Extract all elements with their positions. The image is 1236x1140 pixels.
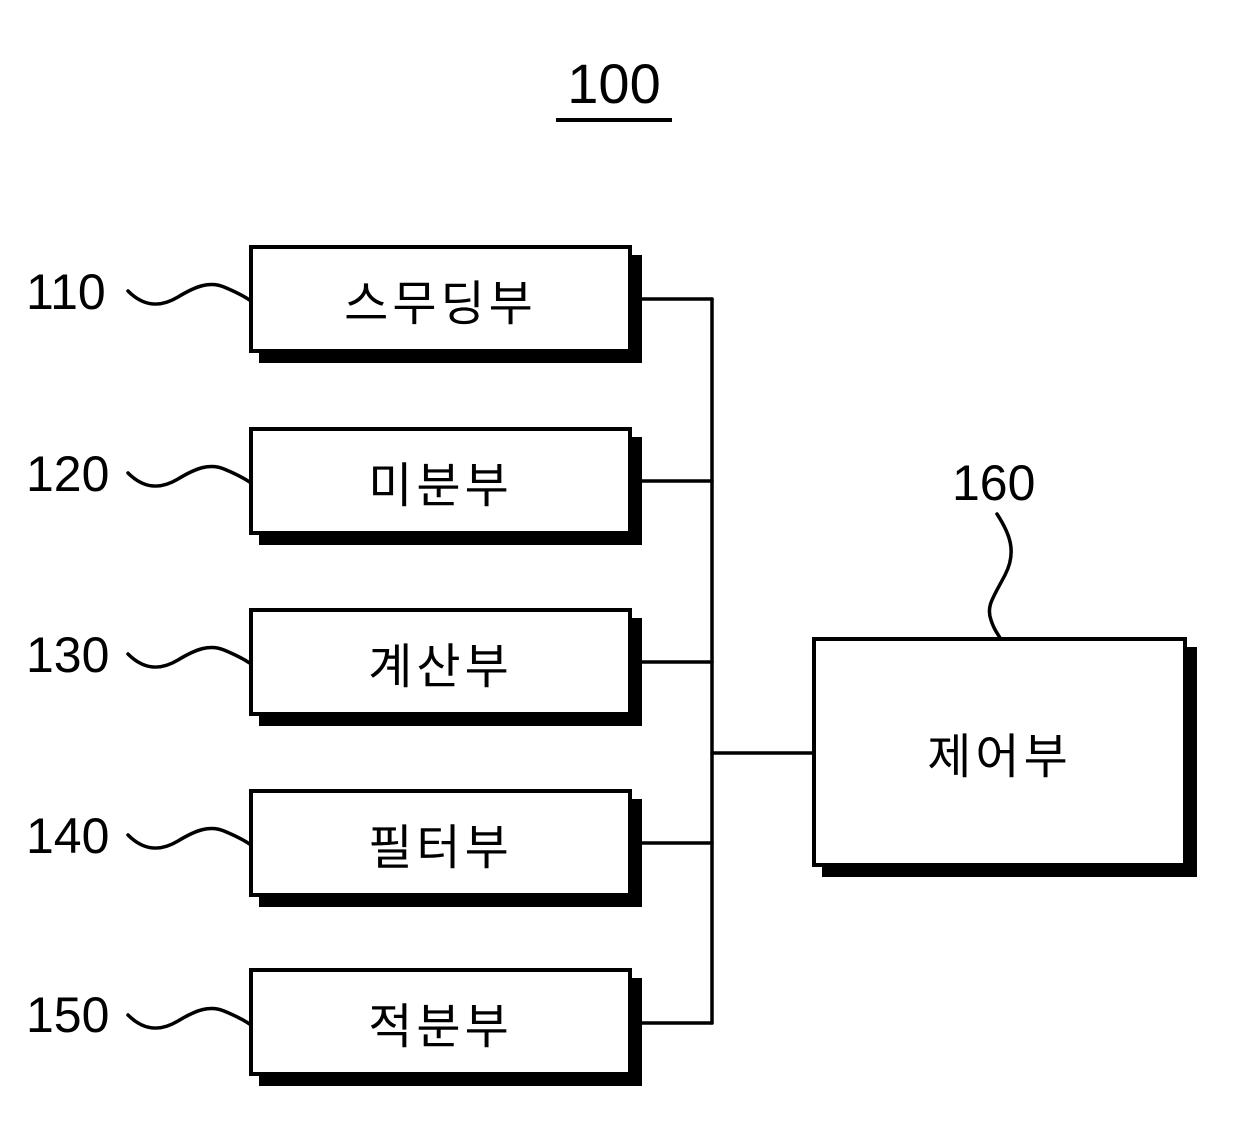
block-130-calculation-unit: 계산부 — [249, 608, 632, 716]
leader-squiggle-140 — [126, 826, 253, 850]
block-130-label: 계산부 — [368, 641, 513, 694]
figure-number: 100 — [556, 56, 672, 122]
block-160-control-unit: 제어부 — [812, 637, 1187, 867]
leader-squiggle-160 — [987, 512, 1013, 640]
block-160-label: 제어부 — [927, 731, 1072, 784]
block-150-label: 적분부 — [368, 1001, 513, 1054]
leader-squiggle-150 — [126, 1006, 253, 1030]
ref-label-130: 130 — [26, 627, 110, 683]
ref-label-110: 110 — [26, 264, 106, 320]
ref-label-160: 160 — [952, 455, 1036, 511]
leader-squiggle-130 — [126, 645, 253, 669]
block-110-smoothing-unit: 스무딩부 — [249, 245, 632, 353]
leader-squiggle-120 — [126, 464, 253, 488]
block-150-integration-unit: 적분부 — [249, 968, 632, 1076]
ref-label-120: 120 — [26, 446, 110, 502]
block-120-differentiation-unit: 미분부 — [249, 427, 632, 535]
block-110-label: 스무딩부 — [344, 278, 537, 331]
block-140-label: 필터부 — [368, 822, 513, 875]
block-140-filter-unit: 필터부 — [249, 789, 632, 897]
ref-label-140: 140 — [26, 808, 110, 864]
block-120-label: 미분부 — [368, 460, 513, 513]
ref-label-150: 150 — [26, 987, 110, 1043]
leader-squiggle-110 — [126, 282, 253, 306]
